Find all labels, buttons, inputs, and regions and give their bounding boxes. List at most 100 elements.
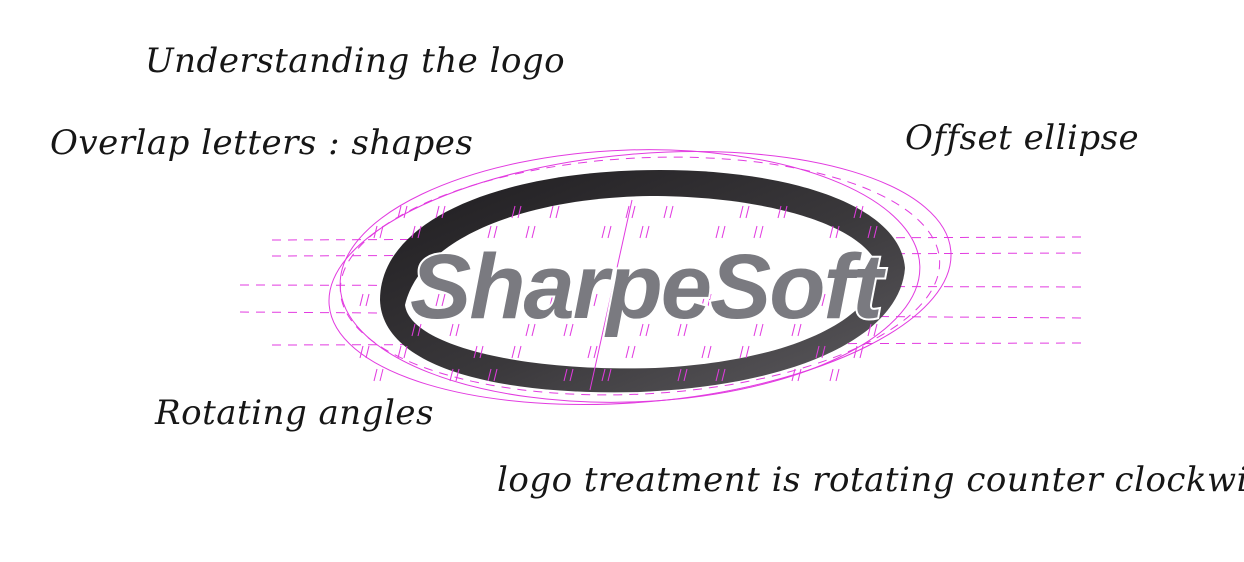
angle-tick <box>365 293 370 307</box>
angle-tick <box>563 323 568 337</box>
angle-tick <box>601 225 606 239</box>
angle-tick <box>645 225 650 239</box>
angle-tick <box>493 368 498 382</box>
annotation-offset-ellipse: Offset ellipse <box>905 118 1140 158</box>
angle-tick <box>587 293 592 307</box>
annotation-title: Understanding the logo <box>145 41 566 81</box>
angle-tick <box>791 323 796 337</box>
angle-tick <box>677 323 682 337</box>
angle-tick <box>379 225 384 239</box>
angle-tick <box>625 205 630 219</box>
angle-tick <box>549 205 554 219</box>
angle-tick <box>639 323 644 337</box>
angle-tick <box>455 368 460 382</box>
angle-tick <box>821 345 826 359</box>
logo-wordmark: SharpeSoft <box>410 236 886 338</box>
angle-tick <box>715 225 720 239</box>
angle-tick <box>777 205 782 219</box>
angle-tick <box>873 323 878 337</box>
angle-tick <box>783 293 788 307</box>
angle-tick <box>815 345 820 359</box>
angle-tick <box>835 225 840 239</box>
angle-tick-marks <box>359 205 878 382</box>
angle-tick <box>867 323 872 337</box>
annotation-logo-treatment: logo treatment is rotating counter clock… <box>497 460 1244 500</box>
angle-tick <box>853 205 858 219</box>
angle-tick <box>403 345 408 359</box>
angle-tick <box>753 225 758 239</box>
angle-tick <box>511 345 516 359</box>
logo-swoosh-ellipse <box>380 170 905 393</box>
angle-tick <box>441 205 446 219</box>
angle-tick <box>517 205 522 219</box>
angle-tick <box>821 293 826 307</box>
angle-tick <box>473 345 478 359</box>
angle-tick <box>867 225 872 239</box>
angle-tick <box>379 368 384 382</box>
angle-tick <box>739 205 744 219</box>
angle-tick <box>449 323 454 337</box>
angle-tick <box>677 368 682 382</box>
angle-tick <box>829 225 834 239</box>
angle-tick <box>859 345 864 359</box>
annotation-overlap-letters: Overlap letters : shapes <box>50 123 474 163</box>
angle-tick <box>455 323 460 337</box>
angle-tick <box>435 205 440 219</box>
angle-tick <box>449 368 454 382</box>
angle-tick <box>815 293 820 307</box>
angle-tick <box>625 345 630 359</box>
angle-tick <box>517 345 522 359</box>
angle-tick <box>587 345 592 359</box>
angle-tick <box>835 368 840 382</box>
angle-tick <box>373 368 378 382</box>
angle-tick <box>745 205 750 219</box>
angle-tick <box>601 368 606 382</box>
angle-tick <box>663 205 668 219</box>
angle-tick <box>417 323 422 337</box>
angle-tick <box>593 293 598 307</box>
angle-tick <box>359 345 364 359</box>
angle-tick <box>555 293 560 307</box>
angle-tick <box>797 323 802 337</box>
angle-tick <box>441 293 446 307</box>
angle-tick <box>479 293 484 307</box>
angle-tick <box>417 225 422 239</box>
angle-tick <box>607 225 612 239</box>
angle-tick <box>359 293 364 307</box>
angle-tick <box>715 368 720 382</box>
angle-tick <box>707 293 712 307</box>
angle-tick <box>531 323 536 337</box>
angle-tick <box>873 225 878 239</box>
angle-tick <box>493 225 498 239</box>
angle-tick <box>525 225 530 239</box>
angle-tick <box>607 368 612 382</box>
angle-tick <box>397 205 402 219</box>
angle-tick <box>511 205 516 219</box>
angle-tick <box>569 323 574 337</box>
angle-tick <box>707 345 712 359</box>
angle-tick <box>487 225 492 239</box>
angle-tick <box>487 368 492 382</box>
angle-tick <box>631 345 636 359</box>
angle-tick <box>645 323 650 337</box>
angle-tick <box>721 225 726 239</box>
angle-tick <box>397 345 402 359</box>
angle-tick <box>829 368 834 382</box>
angle-tick <box>569 368 574 382</box>
angle-tick <box>435 293 440 307</box>
angle-tick <box>549 293 554 307</box>
angle-tick <box>701 345 706 359</box>
angle-tick <box>411 323 416 337</box>
angle-tick <box>683 368 688 382</box>
angle-tick <box>669 205 674 219</box>
angle-tick <box>859 205 864 219</box>
angle-tick <box>759 323 764 337</box>
center-slant-guide <box>589 199 633 391</box>
angle-tick <box>555 205 560 219</box>
angle-tick <box>365 345 370 359</box>
angle-tick <box>631 205 636 219</box>
angle-tick <box>669 293 674 307</box>
angle-tick <box>753 323 758 337</box>
angle-tick <box>797 368 802 382</box>
